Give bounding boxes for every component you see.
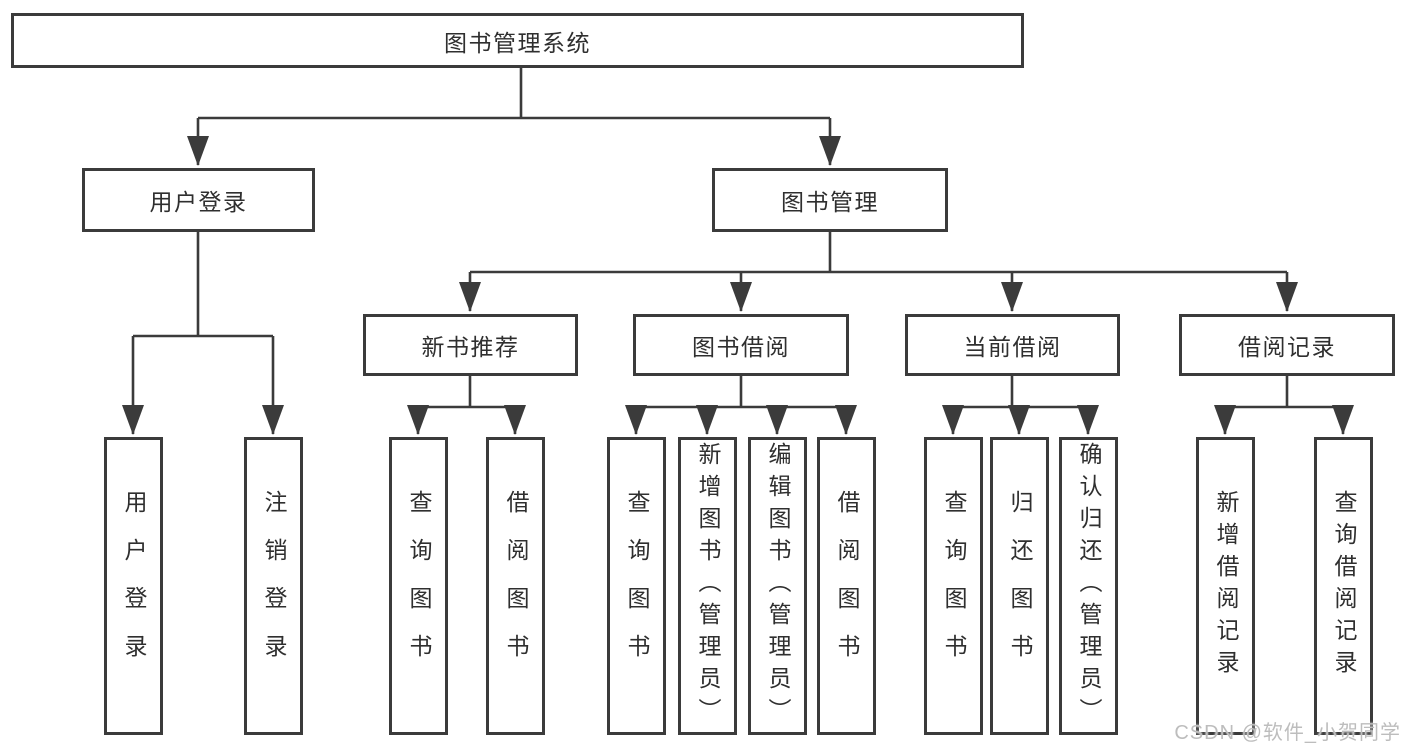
leaf-label: 用户登录 <box>121 490 147 682</box>
leaf-label: 查询图书 <box>941 490 967 682</box>
leaf-label: 查询借阅记录 <box>1331 490 1357 682</box>
leaf-recommend-query-books: 查询图书 <box>389 437 448 735</box>
leaf-borrow-add-books-admin: 新增图书（管理员） <box>678 437 737 735</box>
watermark: CSDN @软件_小贺同学 <box>1174 722 1401 744</box>
leaf-label: 编辑图书（管理员） <box>765 442 791 730</box>
node-root-library-system: 图书管理系统 <box>11 13 1024 68</box>
leaf-label: 确认归还（管理员） <box>1076 442 1102 730</box>
leaf-borrow-edit-books-admin: 编辑图书（管理员） <box>748 437 807 735</box>
leaf-recommend-borrow-books: 借阅图书 <box>486 437 545 735</box>
node-user-login: 用户登录 <box>82 168 315 232</box>
leaf-label: 查询图书 <box>624 490 650 682</box>
node-borrow-records: 借阅记录 <box>1179 314 1395 376</box>
node-book-management: 图书管理 <box>712 168 948 232</box>
leaf-label: 注销登录 <box>261 490 287 682</box>
leaf-label: 归还图书 <box>1007 490 1033 682</box>
leaf-label: 新增借阅记录 <box>1213 490 1239 682</box>
node-book-borrow: 图书借阅 <box>633 314 849 376</box>
leaf-current-query-books: 查询图书 <box>924 437 983 735</box>
leaf-label: 借阅图书 <box>503 490 529 682</box>
leaf-records-query-record: 查询借阅记录 <box>1314 437 1373 735</box>
leaf-current-return-books: 归还图书 <box>990 437 1049 735</box>
leaf-label: 新增图书（管理员） <box>695 442 721 730</box>
node-current-borrow: 当前借阅 <box>905 314 1120 376</box>
leaf-records-add-record: 新增借阅记录 <box>1196 437 1255 735</box>
leaf-borrow-query-books: 查询图书 <box>607 437 666 735</box>
leaf-logout-login: 注销登录 <box>244 437 303 735</box>
leaf-borrow-borrow-books: 借阅图书 <box>817 437 876 735</box>
leaf-user-login: 用户登录 <box>104 437 163 735</box>
leaf-label: 查询图书 <box>406 490 432 682</box>
leaf-label: 借阅图书 <box>834 490 860 682</box>
node-new-book-recommend: 新书推荐 <box>363 314 578 376</box>
leaf-current-confirm-return-admin: 确认归还（管理员） <box>1059 437 1118 735</box>
